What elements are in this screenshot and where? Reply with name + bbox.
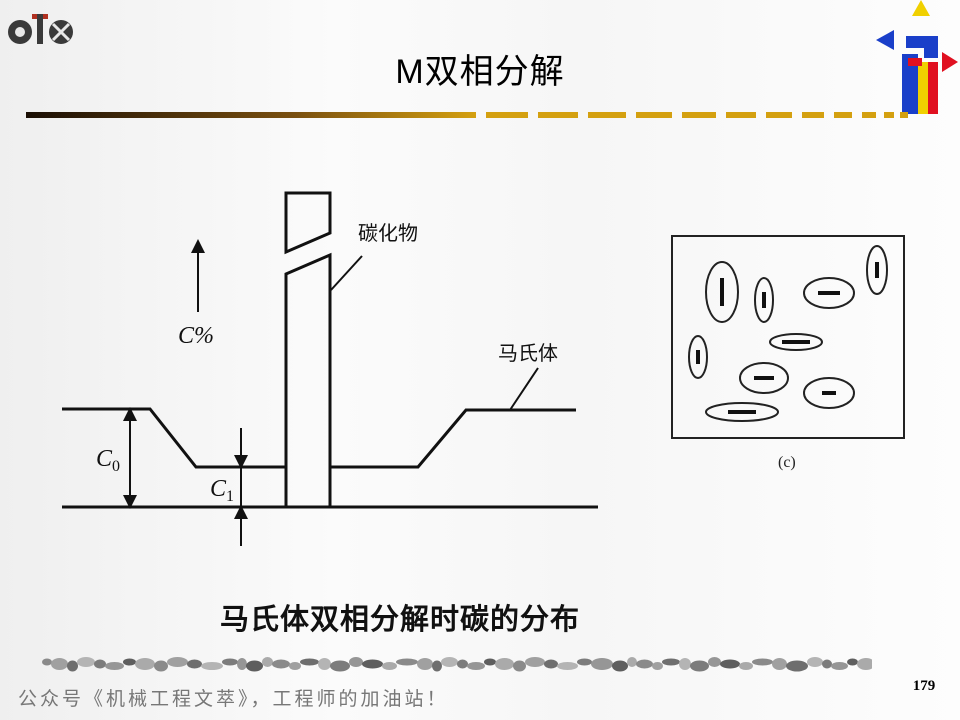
pebble — [237, 658, 247, 670]
pebble — [652, 662, 663, 670]
pebble — [807, 657, 823, 667]
c1-symbol: C — [210, 476, 227, 502]
pebble — [135, 658, 155, 670]
pebble — [289, 662, 301, 670]
martensite-profile-right — [330, 408, 576, 469]
pebble — [349, 657, 363, 667]
pebble — [94, 659, 106, 669]
carbide-particle — [705, 261, 739, 323]
martensite-leader — [509, 367, 539, 411]
pebble — [708, 657, 721, 667]
page-title: M双相分解 — [395, 53, 565, 91]
pebble — [467, 662, 485, 670]
pebble — [123, 658, 136, 666]
pebble — [831, 662, 848, 670]
pebble — [627, 657, 637, 667]
panel-label: (c) — [778, 454, 796, 471]
microstructure-panel — [671, 235, 905, 439]
pebble — [544, 659, 558, 669]
pebble — [167, 657, 188, 667]
pebble — [105, 662, 124, 670]
pebble — [612, 660, 628, 672]
carbide-particle — [739, 362, 789, 394]
carbide-bar-top — [284, 191, 332, 255]
pebble — [417, 658, 433, 670]
pebble — [300, 658, 319, 666]
pebble — [662, 658, 680, 666]
slide-number: 179 — [912, 678, 936, 694]
pebble — [330, 660, 350, 672]
pebble — [772, 658, 787, 670]
footer-text: 公众号《机械工程文萃》，工程师的加油站！ — [18, 688, 449, 710]
pebble — [272, 659, 290, 669]
pebble — [786, 660, 808, 672]
pebble — [495, 658, 514, 670]
figure-caption: 马氏体双相分解时碳的分布 — [219, 602, 580, 636]
pebble — [67, 660, 78, 672]
pebble — [382, 662, 397, 670]
pebble — [187, 659, 202, 669]
pebble — [154, 660, 168, 672]
carbide-particle — [803, 377, 855, 409]
pebble — [42, 658, 52, 666]
pebble — [679, 658, 691, 670]
pebble — [720, 659, 740, 669]
pebble — [262, 657, 273, 667]
pebble — [441, 657, 458, 667]
carbide-leader — [330, 255, 363, 291]
pebble — [432, 660, 442, 672]
c0-subscript: 0 — [112, 458, 120, 475]
pebble — [484, 658, 496, 666]
carbide-particle — [754, 277, 774, 323]
logo-icon — [8, 14, 73, 44]
carbide-particle — [769, 333, 823, 351]
decorative-arrows-icon — [876, 0, 958, 114]
pebble — [591, 658, 613, 670]
decorative-pebble-strip — [42, 657, 872, 672]
carbide-particle — [803, 277, 855, 309]
martensite-label: 马氏体 — [498, 341, 558, 365]
pebble — [318, 658, 331, 670]
pebble — [396, 658, 418, 666]
pebble — [739, 662, 753, 670]
c0-label: C0 — [96, 446, 120, 475]
pebble — [51, 658, 68, 670]
carbide-particle — [705, 402, 779, 422]
pebble — [201, 662, 223, 670]
carbide-label: 碳化物 — [358, 221, 418, 245]
pebble — [513, 660, 526, 672]
pebble — [847, 658, 858, 666]
carbide-particle — [688, 335, 708, 379]
c1-label: C1 — [210, 476, 234, 505]
pebble — [457, 659, 468, 669]
pebble — [362, 659, 383, 669]
c1-subscript: 1 — [226, 488, 234, 505]
pebble — [246, 660, 263, 672]
c0-symbol: C — [96, 446, 113, 472]
pebble — [690, 660, 709, 672]
pebble — [752, 658, 773, 666]
pebble — [222, 658, 238, 666]
pebble — [77, 657, 95, 667]
title-divider — [26, 112, 908, 118]
pebble — [822, 659, 832, 669]
c-percent-label: C% — [178, 323, 214, 349]
pebble — [857, 658, 872, 670]
pebble — [636, 659, 653, 669]
pebble — [577, 658, 592, 666]
carbide-bar — [284, 252, 332, 507]
carbide-particle — [866, 245, 888, 295]
pebble — [525, 657, 545, 667]
pebble — [557, 662, 578, 670]
